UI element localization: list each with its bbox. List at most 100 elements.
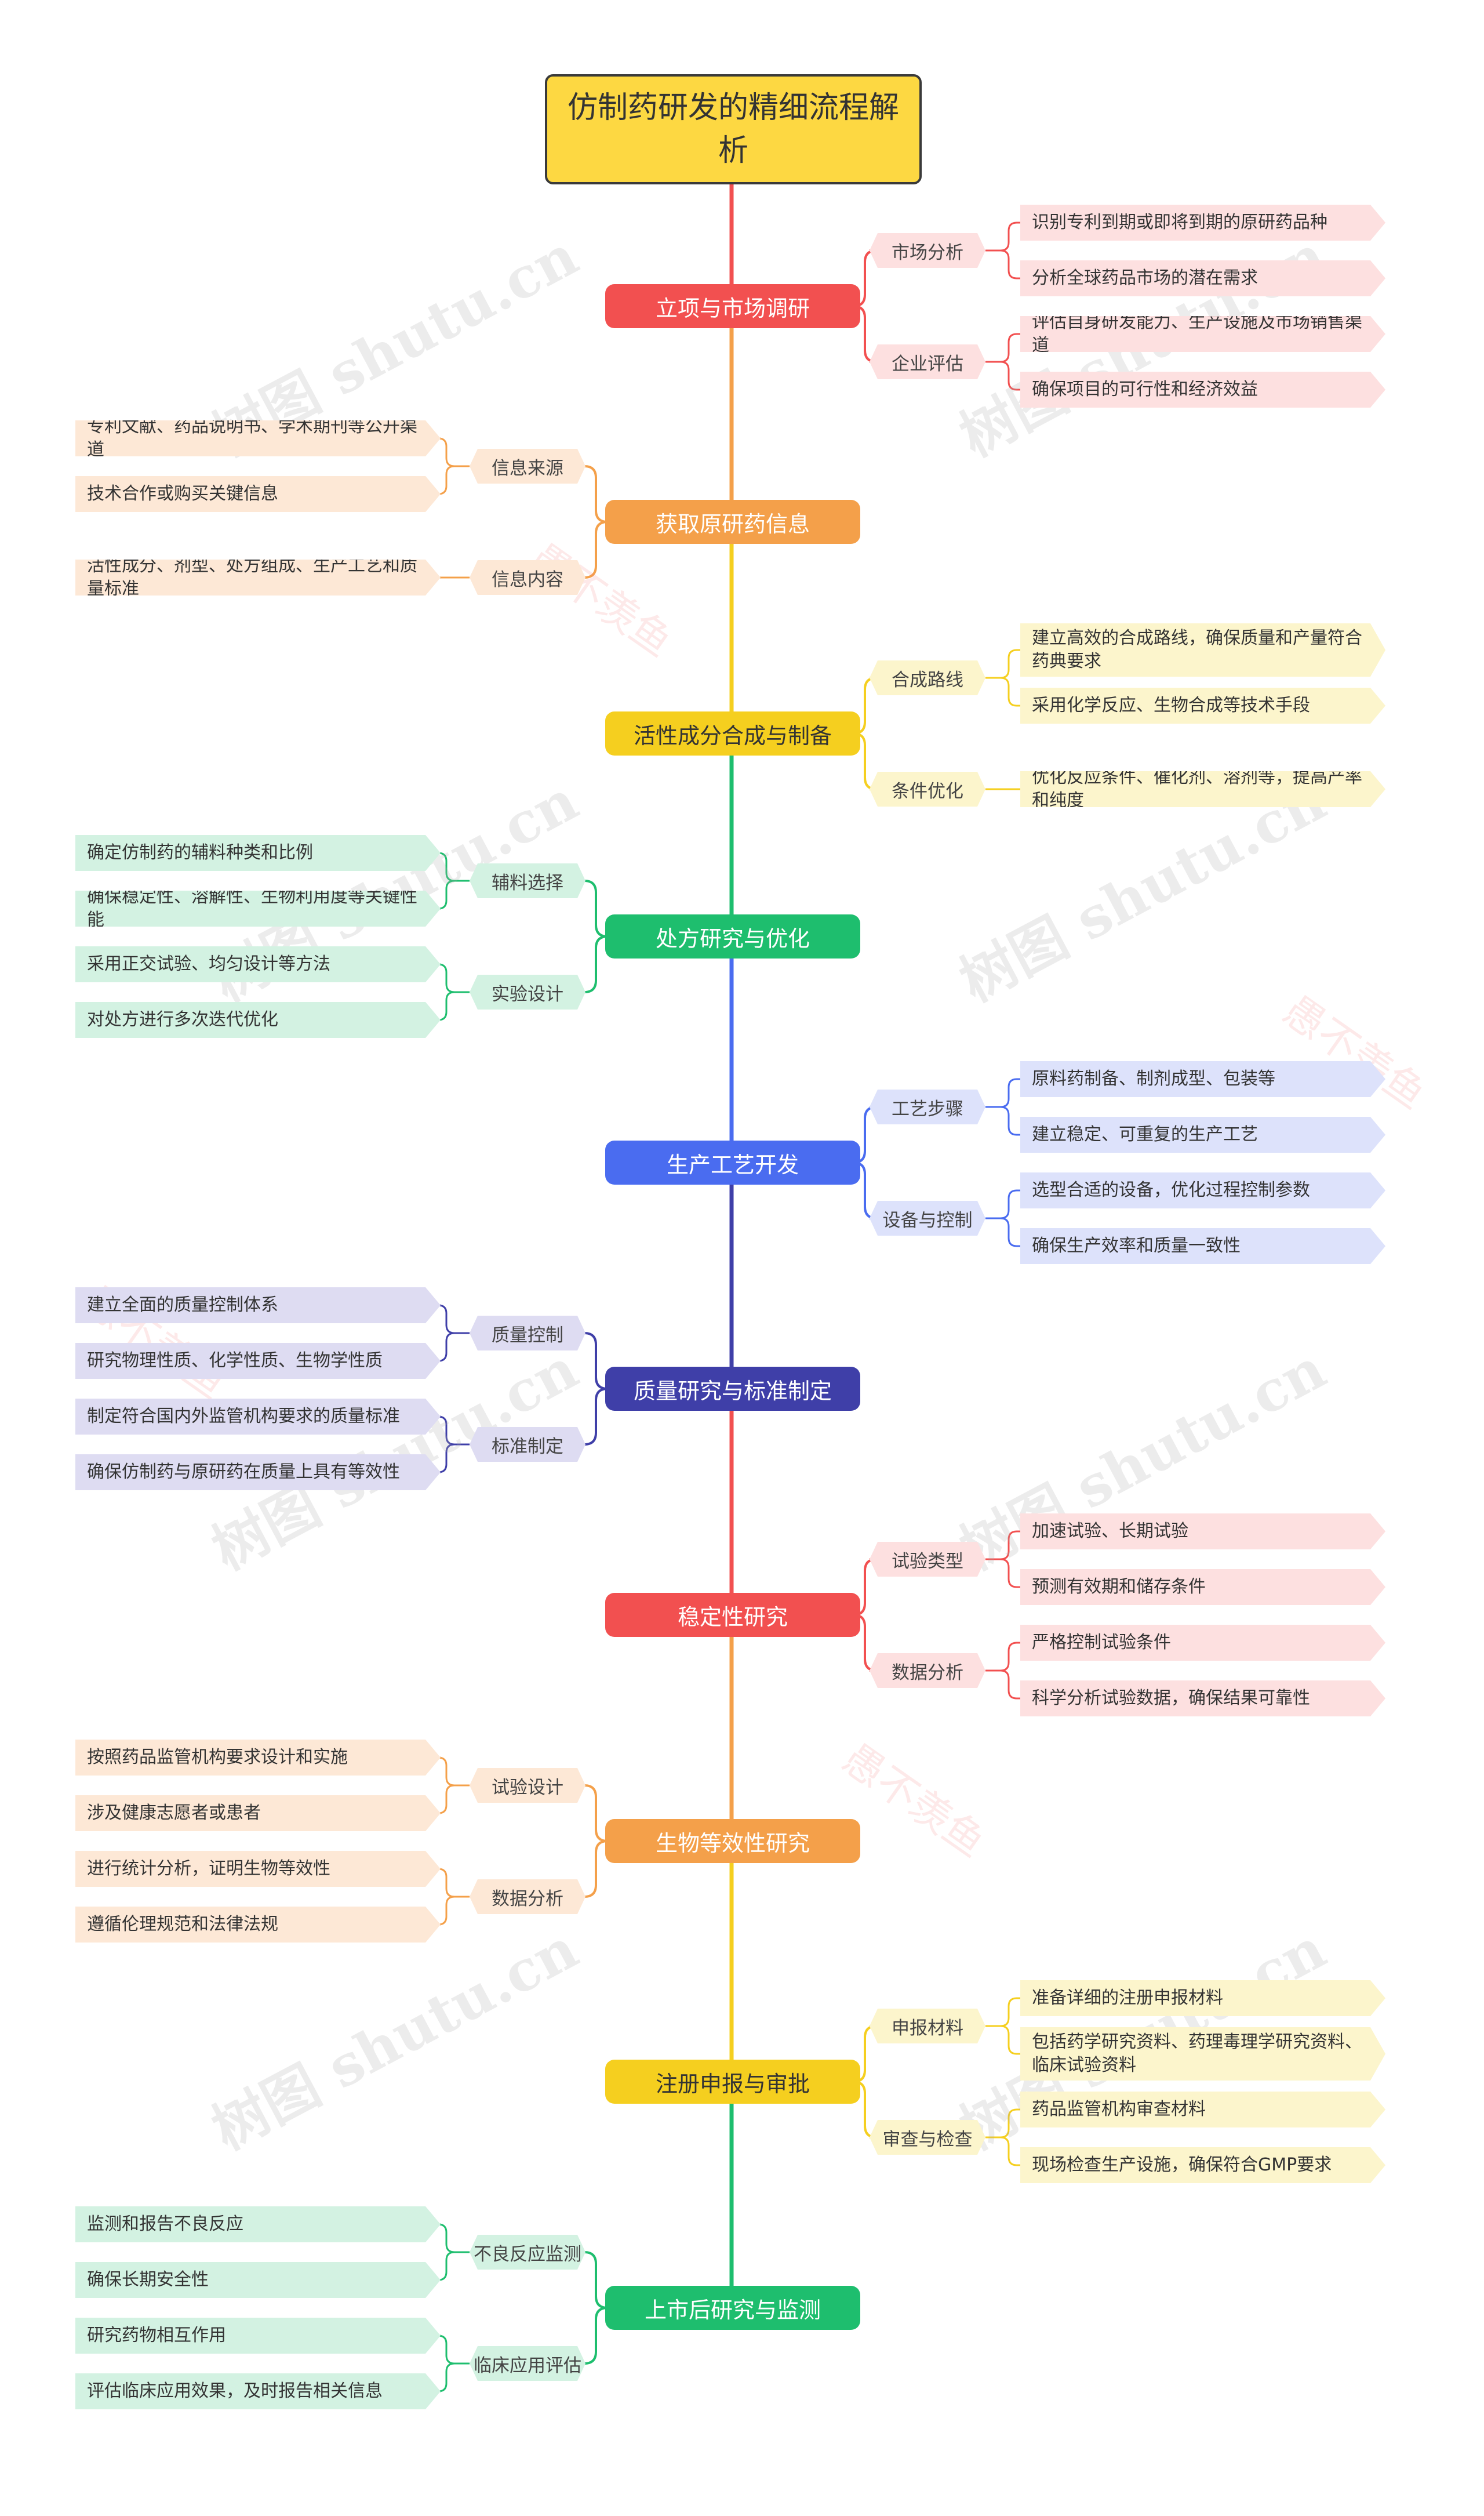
leaf-topic[interactable]: 优化反应条件、催化剂、溶剂等，提高产率和纯度	[1020, 771, 1385, 807]
sub-topic[interactable]: 审查与检查	[870, 2120, 985, 2155]
leaf-topic[interactable]: 确定仿制药的辅料种类和比例	[75, 835, 441, 871]
branch-topic-4[interactable]: 处方研究与优化	[605, 914, 860, 959]
leaf-topic[interactable]: 建立稳定、可重复的生产工艺	[1020, 1117, 1385, 1153]
connector-line	[584, 935, 608, 993]
sub-topic[interactable]: 企业评估	[870, 344, 985, 379]
branch-topic-2[interactable]: 获取原研药信息	[605, 500, 860, 544]
connector-line	[438, 880, 470, 910]
sub-topic[interactable]: 实验设计	[470, 975, 585, 1010]
leaf-topic[interactable]: 建立全面的质量控制体系	[75, 1287, 441, 1323]
connector-line	[438, 2251, 470, 2281]
sub-topic[interactable]: 信息来源	[470, 449, 585, 484]
connector-line	[438, 1868, 470, 1898]
sub-topic[interactable]: 工艺步骤	[870, 1090, 985, 1124]
sub-topic[interactable]: 数据分析	[470, 1879, 585, 1914]
sub-topic[interactable]: 辅料选择	[470, 863, 585, 898]
connector-line	[985, 333, 1020, 363]
sub-topic[interactable]: 标准制定	[470, 1427, 585, 1462]
connector-line	[438, 2223, 470, 2253]
branch-topic-7[interactable]: 稳定性研究	[605, 1593, 860, 1637]
connector-line	[438, 437, 470, 467]
leaf-topic[interactable]: 研究药物相互作用	[75, 2318, 441, 2354]
leaf-topic[interactable]: 建立高效的合成路线，确保质量和产量符合药典要求	[1020, 623, 1385, 677]
connector-line	[584, 2307, 608, 2365]
connector-line	[584, 521, 608, 579]
leaf-topic[interactable]: 评估自身研发能力、生产设施及市场销售渠道	[1020, 316, 1385, 352]
branch-topic-5[interactable]: 生产工艺开发	[605, 1141, 860, 1185]
leaf-topic[interactable]: 采用化学反应、生物合成等技术手段	[1020, 688, 1385, 724]
connector-line	[985, 2025, 1020, 2055]
leaf-topic[interactable]: 确保长期安全性	[75, 2262, 441, 2298]
leaf-topic[interactable]: 包括药学研究资料、药理毒理学研究资料、临床试验资料	[1020, 2027, 1385, 2081]
connector-line	[985, 1997, 1020, 2027]
leaf-topic[interactable]: 涉及健康志愿者或患者	[75, 1795, 441, 1831]
connector-line	[985, 1189, 1020, 1219]
leaf-topic[interactable]: 识别专利到期或即将到期的原研药品种	[1020, 205, 1385, 241]
connector-line	[584, 1388, 608, 1446]
connector-line	[438, 963, 470, 993]
sub-topic[interactable]: 市场分析	[870, 233, 985, 268]
sub-topic[interactable]: 试验设计	[470, 1768, 585, 1803]
leaf-topic[interactable]: 严格控制试验条件	[1020, 1625, 1385, 1661]
branch-topic-10[interactable]: 上市后研究与监测	[605, 2286, 860, 2330]
connector-line	[985, 1558, 1020, 1588]
leaf-topic[interactable]: 加速试验、长期试验	[1020, 1513, 1385, 1549]
branch-topic-1[interactable]: 立项与市场调研	[605, 284, 860, 328]
leaf-topic[interactable]: 监测和报告不良反应	[75, 2206, 441, 2242]
sub-topic[interactable]: 申报材料	[870, 2009, 985, 2043]
sub-topic[interactable]: 质量控制	[470, 1316, 585, 1350]
connector-line	[584, 1784, 608, 1842]
leaf-topic[interactable]: 分析全球药品市场的潜在需求	[1020, 260, 1385, 296]
sub-topic[interactable]: 不良反应监测	[470, 2235, 585, 2270]
connector-line	[438, 991, 470, 1021]
leaf-topic[interactable]: 评估临床应用效果，及时报告相关信息	[75, 2373, 441, 2409]
leaf-topic[interactable]: 原料药制备、制剂成型、包装等	[1020, 1061, 1385, 1097]
sub-topic[interactable]: 合成路线	[870, 660, 985, 695]
connector-line	[985, 677, 1020, 707]
connector-line	[985, 222, 1020, 252]
connector-line	[438, 1756, 470, 1787]
leaf-topic[interactable]: 现场检查生产设施，确保符合GMP要求	[1020, 2147, 1385, 2183]
leaf-topic[interactable]: 遵循伦理规范和法律法规	[75, 1907, 441, 1943]
sub-topic[interactable]: 条件优化	[870, 772, 985, 807]
branch-topic-3[interactable]: 活性成分合成与制备	[605, 711, 860, 756]
leaf-topic[interactable]: 确保仿制药与原研药在质量上具有等效性	[75, 1454, 441, 1490]
branch-topic-8[interactable]: 生物等效性研究	[605, 1819, 860, 1863]
root-topic[interactable]: 仿制药研发的精细流程解析	[545, 74, 922, 184]
leaf-topic[interactable]: 技术合作或购买关键信息	[75, 476, 441, 512]
sub-topic[interactable]: 数据分析	[870, 1653, 985, 1688]
connector-line	[438, 1304, 470, 1334]
connector-line	[438, 465, 470, 495]
leaf-topic[interactable]: 进行统计分析，证明生物等效性	[75, 1851, 441, 1887]
leaf-topic[interactable]: 药品监管机构审查材料	[1020, 2092, 1385, 2127]
connector-line	[985, 1669, 1020, 1700]
sub-topic[interactable]: 信息内容	[470, 560, 585, 595]
sub-topic[interactable]: 临床应用评估	[470, 2346, 585, 2381]
branch-topic-9[interactable]: 注册申报与审批	[605, 2060, 860, 2104]
leaf-topic[interactable]: 确保生产效率和质量一致性	[1020, 1228, 1385, 1264]
leaf-topic[interactable]: 准备详细的注册申报材料	[1020, 1980, 1385, 2016]
sub-topic[interactable]: 试验类型	[870, 1542, 985, 1577]
connector-line	[584, 2251, 608, 2309]
sub-topic[interactable]: 设备与控制	[870, 1201, 985, 1236]
leaf-topic[interactable]: 研究物理性质、化学性质、生物学性质	[75, 1343, 441, 1379]
leaf-topic[interactable]: 专利文献、药品说明书、学术期刊等公开渠道	[75, 420, 441, 456]
leaf-topic[interactable]: 确保项目的可行性和经济效益	[1020, 372, 1385, 408]
leaf-topic[interactable]: 活性成分、剂型、处方组成、生产工艺和质量标准	[75, 560, 441, 596]
leaf-topic[interactable]: 科学分析试验数据，确保结果可靠性	[1020, 1680, 1385, 1716]
connector-line	[985, 2136, 1020, 2166]
leaf-topic[interactable]: 选型合适的设备，优化过程控制参数	[1020, 1172, 1385, 1208]
connector-line	[584, 880, 608, 938]
connector-line	[438, 2362, 470, 2392]
connector-line	[438, 2335, 470, 2365]
leaf-topic[interactable]: 确保稳定性、溶解性、生物利用度等关键性能	[75, 891, 441, 927]
connector-line	[985, 1217, 1020, 1247]
leaf-topic[interactable]: 采用正交试验、均匀设计等方法	[75, 946, 441, 982]
leaf-topic[interactable]: 预测有效期和储存条件	[1020, 1569, 1385, 1605]
leaf-topic[interactable]: 制定符合国内外监管机构要求的质量标准	[75, 1399, 441, 1435]
branch-topic-6[interactable]: 质量研究与标准制定	[605, 1367, 860, 1411]
leaf-topic[interactable]: 对处方进行多次迭代优化	[75, 1002, 441, 1038]
leaf-topic[interactable]: 按照药品监管机构要求设计和实施	[75, 1740, 441, 1776]
connector-line	[438, 1784, 470, 1814]
